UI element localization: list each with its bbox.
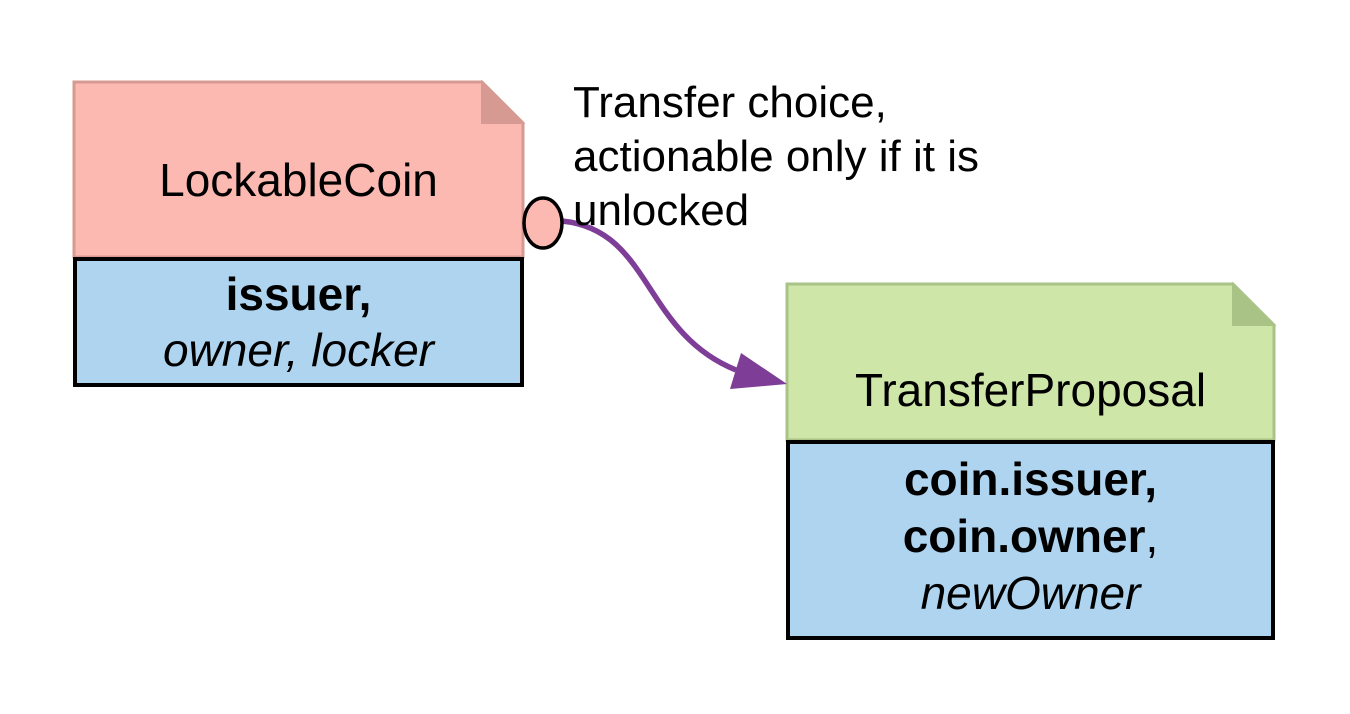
transfer-proposal-note-shape (785, 282, 1276, 442)
lockable-coin-title: LockableCoin (159, 154, 438, 206)
annotation-line-3: unlocked (573, 186, 750, 235)
annotation-line-2: actionable only if it is (573, 132, 979, 181)
transfer-arrow-head-icon (730, 353, 787, 389)
transfer-proposal-signatory-line-2: coin.owner, (903, 508, 1159, 565)
choice-connector-circle-icon (522, 196, 564, 250)
transfer-arrow-curve (561, 218, 738, 373)
transfer-proposal-signatory-line-2-comma: , (1145, 509, 1159, 562)
lockable-coin-observer-line: owner, locker (162, 324, 434, 376)
transfer-proposal-note-fold (1232, 281, 1277, 326)
transfer-proposal-signatory-line-2-bold: coin.owner (902, 509, 1146, 562)
annotation-line-1: Transfer choice, (573, 78, 887, 127)
transfer-choice-annotation: Transfer choice, actionable only if it i… (573, 76, 979, 238)
transfer-proposal-signatories-box: coin.issuer, coin.owner, newOwner (786, 440, 1275, 640)
transfer-proposal-signatory-line-1: coin.issuer, (903, 452, 1158, 505)
lockable-coin-note-fold (481, 79, 526, 124)
lockable-coin-signatory-line: issuer, (225, 268, 372, 320)
lockable-coin-signatories-box: issuer, owner, locker (73, 257, 524, 387)
lockable-coin-note-shape (72, 80, 525, 259)
transfer-proposal-title: TransferProposal (854, 363, 1207, 416)
transfer-proposal-observer-line: newOwner (920, 566, 1141, 619)
